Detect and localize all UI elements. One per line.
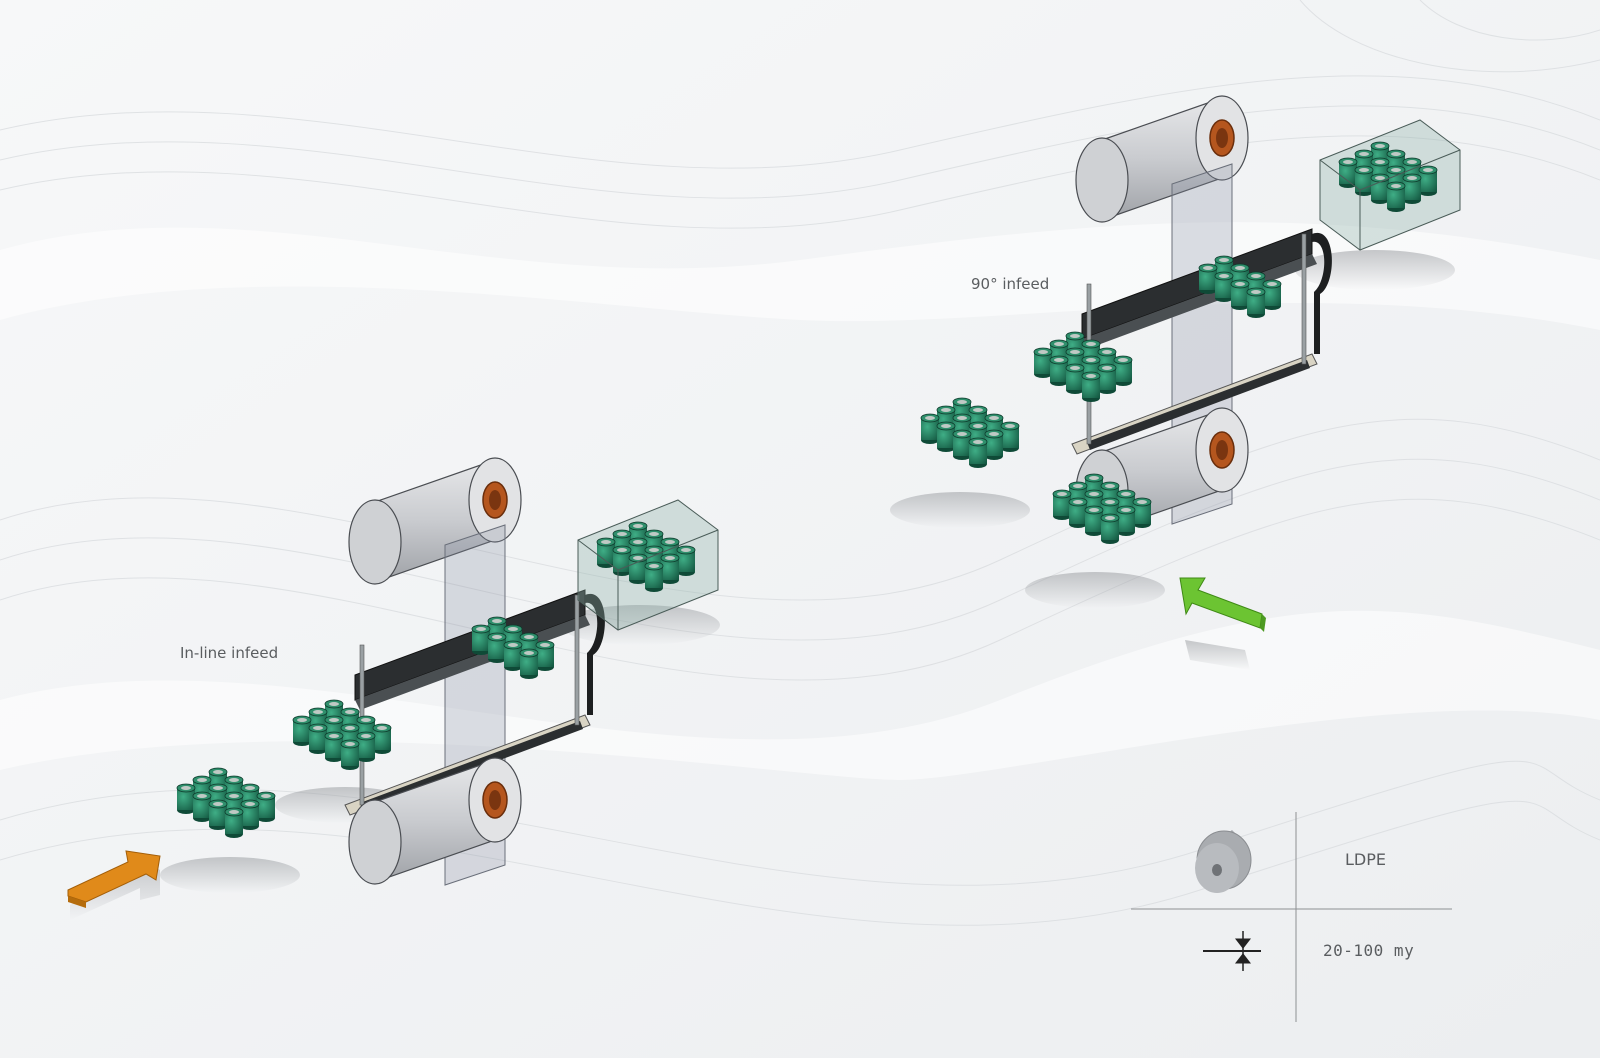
angle-infeed-label: 90° infeed [971, 275, 1050, 293]
spec-table [1131, 812, 1452, 1022]
wrapped-pack-shadow [1295, 250, 1455, 290]
can-pack-incoming [177, 768, 275, 838]
film-roll-icon [1195, 830, 1252, 893]
angle-infeed-arrow-icon [1179, 577, 1266, 670]
angle-infeed-assembly [890, 95, 1460, 670]
wrapped-pack-output [578, 500, 718, 630]
can-pack-incoming [293, 700, 391, 770]
can-pack-incoming [1034, 332, 1132, 402]
inline-infeed-assembly [67, 457, 720, 920]
pack-shadow [890, 492, 1030, 528]
material-value: LDPE [1345, 850, 1386, 869]
inline-infeed-label: In-line infeed [180, 644, 279, 662]
can-pack-incoming [921, 398, 1019, 468]
wrapped-pack-output [1320, 120, 1460, 250]
pack-shadow [1025, 572, 1165, 608]
pack-shadow [160, 857, 300, 893]
inline-infeed-arrow-icon [67, 850, 161, 920]
thickness-value: 20-100 my [1323, 941, 1415, 960]
thickness-arrows-icon [1203, 931, 1261, 971]
